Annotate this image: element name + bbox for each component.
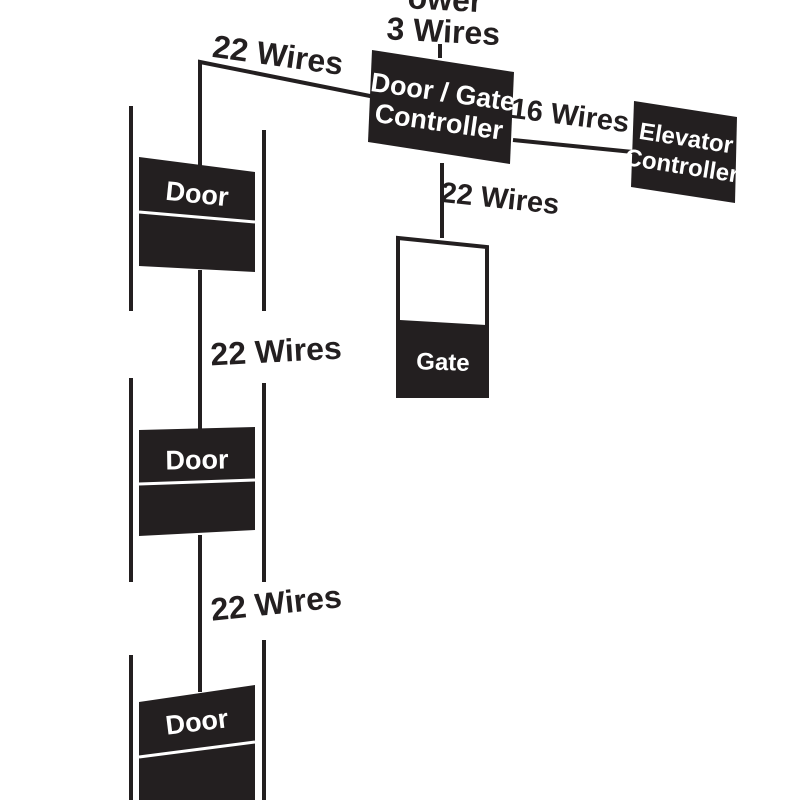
power-wires-label: 3 Wires [386,10,501,52]
door-1-label: Door [164,176,230,212]
elevator-controller: Elevator Controller [623,101,740,203]
controller-to-gate-wire-label: 22 Wires [439,177,561,221]
door-3: Door [129,640,266,800]
controller-to-doors-wire-label: 22 Wires [210,28,345,82]
door-2-divider [138,478,256,486]
door-gate-controller: Door / Gate Controller [368,50,517,164]
door-1-divider [138,210,256,224]
power-label: ower [407,0,483,19]
gate-frame [396,235,489,398]
door-2: Door [129,378,266,582]
gate-label: Gate [416,348,470,377]
controller-to-elevator-wire-label: 16 Wires [509,93,631,139]
gate: Gate [396,235,489,398]
door-2-label: Door [165,444,229,475]
door2-to-door3-wire-label: 22 Wires [209,578,343,628]
door-1-panel [139,157,255,272]
controller-to-doors-wire [198,59,376,168]
elevator-controller-box [631,101,737,203]
gate-panel [400,320,486,398]
power-labels: ower 3 Wires [386,0,501,52]
controller-box [368,50,514,164]
wires [198,44,634,692]
controller-to-elevator-wire [512,138,634,154]
door-3-divider [138,740,256,759]
door1-to-door2-wire-label: 22 Wires [210,330,343,373]
door-3-panel [139,685,255,800]
door-1: Door [129,106,266,311]
